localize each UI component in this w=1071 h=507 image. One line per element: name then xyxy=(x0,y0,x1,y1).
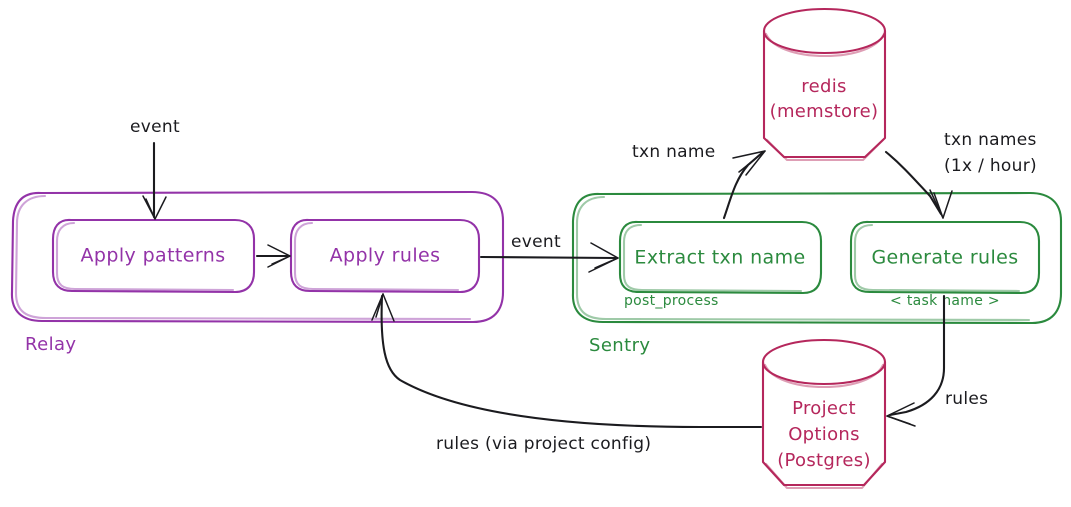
edge-patterns-to-rules xyxy=(255,244,291,268)
project-options-cylinder-top xyxy=(761,338,887,386)
edge-generate-to-options-line xyxy=(888,294,946,417)
group-relay[interactable]: Relay xyxy=(10,190,505,355)
edge-extract-to-redis: txn name xyxy=(632,142,766,220)
node-apply-patterns-outline xyxy=(51,218,256,294)
edge-event-to-extract-line xyxy=(479,255,618,260)
group-label-relay: Relay xyxy=(25,334,76,355)
group-sentry[interactable]: Sentry xyxy=(571,191,1063,356)
node-apply-rules[interactable]: Apply rules xyxy=(289,218,481,294)
edge-patterns-to-rules-arrowhead-extra xyxy=(271,255,291,265)
edge-label-event-in: event xyxy=(130,117,180,137)
edge-extract-to-redis-arrowhead-extra xyxy=(738,150,766,173)
edge-label-txn-names-line-2: (1x / hour) xyxy=(944,156,1037,176)
project-options-label-line-3: (Postgres) xyxy=(777,450,871,471)
node-extract-txn-name[interactable]: Extract txn name post_process xyxy=(618,220,823,309)
project-options-label-line-1: Project xyxy=(792,398,856,419)
edge-redis-to-generate: txn names (1x / hour) xyxy=(884,130,1037,219)
edge-label-txn-name: txn name xyxy=(632,142,716,162)
node-generate-rules-outline-echo xyxy=(853,223,1021,293)
sentry-container-outline xyxy=(571,191,1063,325)
edge-redis-to-generate-arrowhead-extra xyxy=(933,192,944,219)
edge-event-in-arrowhead-extra xyxy=(145,198,156,220)
redis-cylinder-top-echo xyxy=(764,32,886,58)
edge-generate-to-options-arrowhead xyxy=(886,402,916,427)
edge-label-txn-names-line-1: txn names xyxy=(944,130,1037,150)
node-apply-patterns-outline-echo xyxy=(55,221,235,292)
project-options-cylinder-top-echo xyxy=(763,363,885,389)
group-label-sentry: Sentry xyxy=(589,335,650,356)
edge-redis-to-generate-line xyxy=(884,150,943,216)
redis-cylinder-body xyxy=(762,29,887,159)
edge-label-rules-via-project-config: rules (via project config) xyxy=(436,434,651,454)
node-extract-txn-name-outline-echo xyxy=(622,223,803,293)
node-generate-rules-outline xyxy=(849,220,1041,295)
relay-container-outline-echo xyxy=(14,194,472,321)
sentry-container-outline-echo xyxy=(575,195,1031,322)
node-extract-txn-name-label: Extract txn name xyxy=(634,247,805,269)
redis-cylinder-top xyxy=(762,7,887,55)
node-apply-rules-outline xyxy=(289,218,481,294)
edge-generate-to-options-arrowhead-extra xyxy=(886,415,911,425)
node-apply-patterns-label: Apply patterns xyxy=(81,245,226,267)
edge-event-to-extract: event xyxy=(479,232,619,273)
node-apply-patterns[interactable]: Apply patterns xyxy=(51,218,256,294)
edge-generate-to-options: rules xyxy=(886,294,988,427)
redis-cylinder-base-echo xyxy=(765,138,885,162)
project-options-cylinder-base-echo xyxy=(764,462,884,490)
edge-label-event-to-extract: event xyxy=(511,232,561,252)
redis-label-line-2: (memstore) xyxy=(770,101,879,122)
project-options-cylinder-body xyxy=(761,360,887,487)
node-apply-rules-label: Apply rules xyxy=(330,245,441,267)
node-extract-txn-name-outline xyxy=(618,220,823,295)
relay-container-outline xyxy=(10,190,505,324)
edge-options-to-apply-arrowhead-extra xyxy=(375,293,384,318)
node-generate-rules-label: Generate rules xyxy=(871,247,1018,269)
node-apply-rules-outline-echo xyxy=(293,221,460,292)
project-options-label-line-2: Options xyxy=(788,424,860,445)
datastore-redis[interactable]: redis (memstore) xyxy=(762,7,887,162)
edge-event-in: event xyxy=(130,117,180,220)
edge-event-to-extract-arrowhead-extra xyxy=(594,257,619,269)
edge-options-to-apply: rules (via project config) xyxy=(371,293,763,454)
edge-options-to-apply-line xyxy=(380,294,763,429)
redis-label-line-1: redis xyxy=(801,76,846,97)
datastore-project-options[interactable]: Project Options (Postgres) xyxy=(761,338,887,490)
node-extract-txn-name-sublabel: post_process xyxy=(624,293,719,309)
edge-label-rules: rules xyxy=(945,389,988,409)
